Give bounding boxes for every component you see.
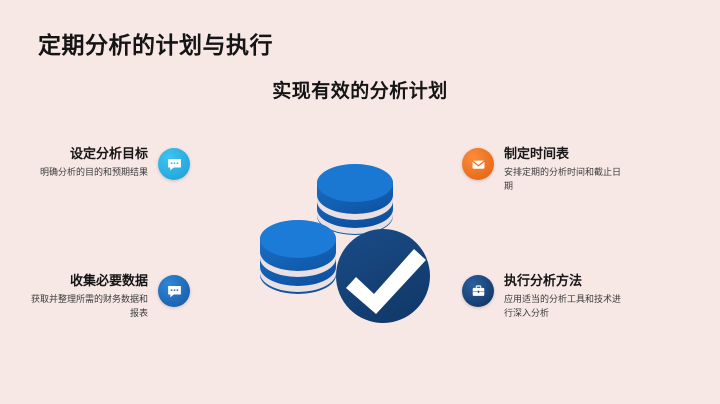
slide-subtitle: 实现有效的分析计划 bbox=[272, 81, 448, 102]
feature-text-block: 收集必要数据 获取并整理所需的财务数据和报表 bbox=[28, 273, 158, 321]
feature-text-block: 制定时间表 安排定期的分析时间和截止日期 bbox=[494, 146, 624, 194]
chat-bubble-glyph bbox=[167, 158, 181, 170]
feature-item-execute-analysis[interactable]: 执行分析方法 应用适当的分析工具和技术进行深入分析 bbox=[462, 273, 652, 321]
feature-title: 收集必要数据 bbox=[69, 273, 148, 288]
feature-text-block: 设定分析目标 明确分析的目的和预期结果 bbox=[28, 146, 158, 180]
chat-bubble-icon bbox=[158, 275, 190, 307]
feature-title: 执行分析方法 bbox=[504, 273, 583, 288]
briefcase-glyph bbox=[472, 284, 484, 296]
coins-and-checkmark-illustration bbox=[252, 155, 452, 340]
coin-stack-back bbox=[317, 164, 393, 235]
chat-bubble-icon bbox=[158, 148, 190, 180]
feature-item-set-analysis-goal[interactable]: 设定分析目标 明确分析的目的和预期结果 bbox=[0, 146, 190, 180]
feature-item-collect-data[interactable]: 收集必要数据 获取并整理所需的财务数据和报表 bbox=[0, 273, 190, 321]
feature-description: 明确分析的目的和预期结果 bbox=[39, 167, 148, 178]
briefcase-icon bbox=[462, 275, 494, 307]
page-title: 定期分析的计划与执行 bbox=[38, 32, 273, 58]
feature-title: 设定分析目标 bbox=[69, 146, 148, 161]
feature-description: 获取并整理所需的财务数据和报表 bbox=[30, 294, 148, 319]
checkmark-badge bbox=[336, 229, 430, 323]
envelope-glyph bbox=[471, 160, 485, 169]
coin-stack-front bbox=[260, 220, 336, 294]
feature-title: 制定时间表 bbox=[504, 146, 570, 161]
feature-text-block: 执行分析方法 应用适当的分析工具和技术进行深入分析 bbox=[494, 273, 624, 321]
center-graphic-svg bbox=[260, 164, 430, 323]
envelope-icon bbox=[462, 148, 494, 180]
chat-bubble-glyph bbox=[167, 285, 181, 297]
feature-description: 安排定期的分析时间和截止日期 bbox=[504, 167, 622, 192]
feature-description: 应用适当的分析工具和技术进行深入分析 bbox=[504, 294, 622, 319]
feature-item-make-schedule[interactable]: 制定时间表 安排定期的分析时间和截止日期 bbox=[462, 146, 652, 194]
